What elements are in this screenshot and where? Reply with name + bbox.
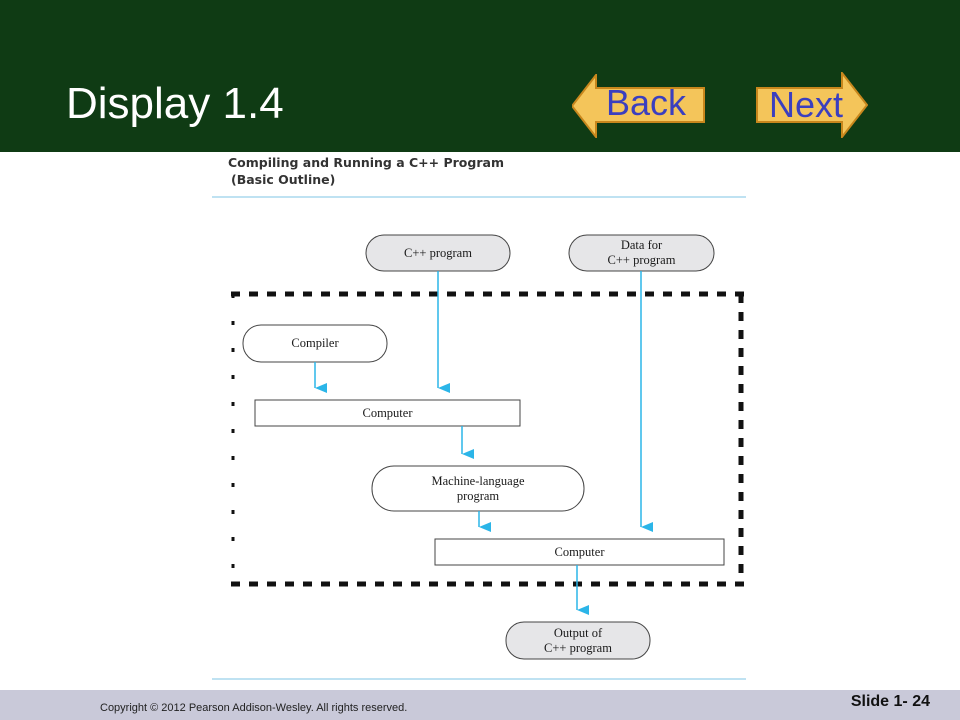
computer-label-2: Computer — [554, 544, 605, 559]
computer-node-1 — [254, 399, 521, 427]
output-node — [505, 621, 651, 660]
computer-boundary — [231, 291, 744, 587]
slide-title: Display 1.4 — [66, 79, 284, 128]
slide-header — [0, 0, 960, 152]
left-arrow-icon — [572, 74, 705, 138]
machine-language-label: Machine-language program — [372, 466, 584, 511]
slide-footer — [0, 690, 960, 720]
computer-node-2 — [434, 538, 725, 566]
figure-title-line1: Compiling and Running a C++ Program — [228, 155, 504, 170]
slide-number: Slide 1- 24 — [850, 693, 930, 710]
data-label: Data for C++ program — [569, 235, 714, 271]
data-label-line2: C++ program — [607, 253, 676, 267]
copyright-text: Copyright © 2012 Pearson Addison-Wesley.… — [100, 702, 408, 714]
data-label-line1: Data for — [620, 238, 663, 252]
next-button-label: Next — [768, 84, 844, 125]
figure-title: Compiling and Running a C++ Program (Bas… — [228, 154, 504, 188]
back-button[interactable]: Back — [572, 74, 706, 138]
machine-language-label-line2: program — [456, 488, 500, 503]
machine-language-label-line1: Machine-language — [431, 473, 525, 488]
figure-title-line2: (Basic Outline) — [231, 172, 336, 187]
next-button[interactable]: Next — [756, 72, 868, 138]
machine-language-node — [371, 465, 585, 512]
compiler-label: Compiler — [291, 336, 339, 350]
output-label-line1: Output of — [553, 625, 603, 640]
output-label: Output of C++ program — [506, 622, 650, 659]
right-arrow-icon — [756, 72, 868, 138]
computer-label-1: Computer — [362, 405, 413, 420]
output-label-line2: C++ program — [544, 640, 612, 655]
back-button-label: Back — [605, 82, 687, 123]
cpp-program-label: C++ program — [404, 245, 472, 260]
